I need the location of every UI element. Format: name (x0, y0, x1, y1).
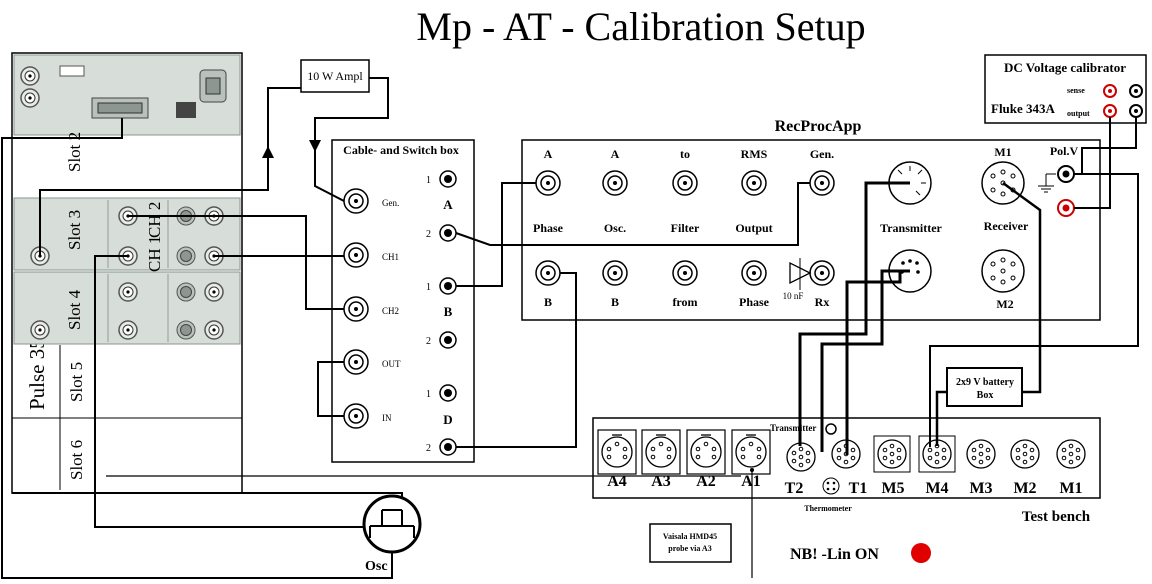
slot-6-label: Slot 6 (67, 440, 86, 480)
dc-output-red-terminal (1103, 104, 1117, 118)
amplifier-box: 10 W Ampl (300, 59, 370, 93)
bench-m2-label: M2 (1013, 480, 1036, 497)
receiver-m2-connector-icon (981, 249, 1025, 293)
switchbox: Cable- and Switch box Gen. CH1 CH2 OUT I… (331, 139, 475, 463)
bench-m5-label: M5 (881, 480, 904, 497)
recproc-box: A A to RMS Gen. Phase Osc. Filter Output… (521, 139, 1101, 321)
recproc-top-to: to (680, 147, 690, 161)
slot-4-module (13, 271, 241, 345)
bench-t2-label: T2 (785, 480, 804, 497)
recproc-mid-phase: Phase (533, 221, 564, 235)
group-a-label: A (443, 197, 453, 212)
jack-b1-number: 1 (426, 282, 431, 293)
recproc-top-rms: RMS (741, 147, 768, 161)
wiring (1, 77, 1139, 579)
vaisala-note-box: Vaisala HMD45 probe via A3 (649, 523, 732, 563)
receiver-m1-label: M1 (994, 145, 1011, 159)
port-out-label: OUT (382, 359, 401, 369)
recproc-top-gen: Gen. (810, 147, 834, 161)
bench-m3-label: M3 (969, 480, 992, 497)
recproc-mid-filter: Filter (671, 221, 700, 235)
amplifier-label: 10 W Ampl (307, 69, 363, 83)
port-ch2-label: CH2 (382, 306, 399, 316)
recproc-bottom-from: from (672, 295, 697, 309)
nb-indicator-icon (911, 543, 931, 563)
slot-5-label: Slot 5 (67, 362, 86, 402)
battery-line2: Box (977, 390, 994, 401)
recproc-mid-osc: Osc. (604, 221, 626, 235)
jack-a2-number: 2 (426, 229, 431, 240)
recproc-bottom-phase: Phase (739, 295, 770, 309)
bench-a3-label: A3 (651, 473, 671, 490)
switchbox-title: Cable- and Switch box (343, 143, 459, 157)
oscilloscope-connector-icon (362, 494, 422, 554)
port-gen-label: Gen. (382, 198, 399, 208)
recproc-title: RecProcApp (775, 118, 862, 135)
dc-calibrator-box: DC Voltage calibrator sense output Fluke… (984, 54, 1147, 124)
battery-line1: 2x9 V battery (956, 377, 1014, 388)
slot-4-label: Slot 4 (65, 289, 84, 330)
diagram-title: Mp - AT - Calibration Setup (416, 4, 865, 49)
jack-d1-number: 1 (426, 389, 431, 400)
recproc-bottom-b1: B (544, 295, 552, 309)
bench-a4-label: A4 (607, 473, 627, 490)
recproc-top-a1: A (544, 147, 553, 161)
recproc-bottom-rx: Rx (815, 295, 830, 309)
nb-note: NB! -Lin ON (790, 546, 879, 563)
slot-3-label: Slot 3 (65, 210, 84, 250)
capacitor-label: 10 nF (783, 291, 804, 301)
bench-m1-label: M1 (1059, 480, 1082, 497)
recproc-mid-output: Output (735, 221, 772, 235)
ground-icon (1038, 173, 1056, 193)
dc-model-label: Fluke 343A (991, 101, 1056, 116)
bench-a1-label: A1 (741, 473, 761, 490)
ch1-label: CH 1 (145, 236, 164, 272)
ch2-label: CH 2 (145, 202, 164, 238)
dc-calibrator-title: DC Voltage calibrator (1004, 60, 1126, 75)
bench-a2-label: A2 (696, 473, 716, 490)
port-in-label: IN (382, 413, 392, 423)
dc-output-black-terminal (1129, 104, 1143, 118)
jack-b2-number: 2 (426, 336, 431, 347)
polv-label: Pol.V (1050, 144, 1079, 158)
thermometer-label: Thermometer (804, 504, 852, 513)
slot-2-label: Slot 2 (65, 132, 84, 172)
dc-sense-red-terminal (1103, 84, 1117, 98)
dc-sense-label: sense (1067, 86, 1085, 95)
polv-terminal-red (1057, 199, 1075, 217)
transmitter-label: Transmitter (880, 221, 942, 235)
oscilloscope-label: Osc (365, 559, 388, 574)
jack-d2-number: 2 (426, 443, 431, 454)
amp-output-arrow-icon (309, 140, 321, 152)
thermometer-connector-icon (822, 477, 840, 495)
dc-sense-black-terminal (1129, 84, 1143, 98)
slot-3-module (13, 197, 241, 271)
bench-transmitter-tag: Transmitter (770, 423, 816, 433)
port-ch1-label: CH1 (382, 252, 399, 262)
bench-t1-label: T1 (849, 480, 868, 497)
bench-m4-label: M4 (925, 480, 948, 497)
test-bench-title: Test bench (1022, 509, 1091, 525)
group-d-label: D (443, 412, 452, 427)
amp-input-arrow-icon (262, 146, 274, 158)
receiver-m2-label: M2 (996, 297, 1013, 311)
slot-2-module (13, 54, 241, 136)
receiver-label: Receiver (984, 219, 1029, 233)
vaisala-line1: Vaisala HMD45 (663, 532, 717, 541)
recproc-bottom-b2: B (611, 295, 619, 309)
recproc-top-a2: A (611, 147, 620, 161)
jack-a1-number: 1 (426, 175, 431, 186)
transmitter-tag-jack (825, 423, 837, 435)
group-b-label: B (444, 304, 453, 319)
battery-box: 2x9 V battery Box (946, 367, 1023, 407)
dc-output-label: output (1067, 109, 1090, 118)
rx-buffer-icon (789, 258, 812, 290)
polv-terminal-black (1057, 165, 1075, 183)
vaisala-line2: probe via A3 (668, 544, 711, 553)
